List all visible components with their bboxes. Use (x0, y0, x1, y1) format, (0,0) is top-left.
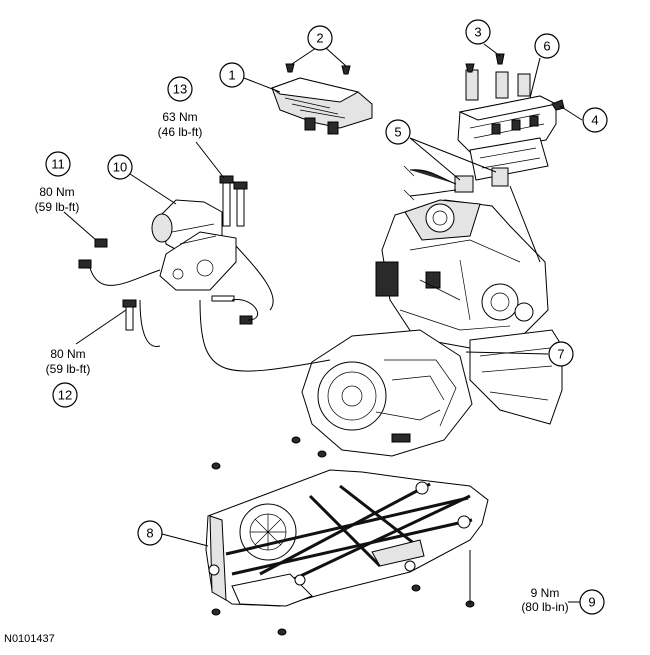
svg-text:7: 7 (557, 347, 564, 362)
callout-9: 9 (579, 589, 605, 615)
callout-6: 6 (534, 33, 560, 59)
svg-text:11: 11 (51, 157, 65, 172)
engine-transaxle-part (301, 199, 563, 457)
callout-1: 1 (219, 62, 245, 88)
callout-4: 4 (582, 107, 608, 133)
torque-metric: 80 Nm (50, 347, 85, 361)
mount-bolt-part (78, 175, 253, 331)
module-cover-part (270, 77, 373, 135)
control-module-part (457, 69, 558, 181)
svg-text:8: 8 (146, 526, 153, 541)
callout-12: 12 (52, 382, 78, 408)
callout-8: 8 (137, 520, 163, 546)
harness-connector-part (403, 165, 509, 201)
svg-text:2: 2 (316, 31, 323, 46)
pushpin-part (211, 436, 475, 636)
torque-metric: 80 Nm (39, 185, 74, 199)
callout-2: 2 (307, 25, 333, 51)
svg-text:9: 9 (588, 595, 595, 610)
callout-13: 13 (167, 76, 193, 102)
engine-mount-part (151, 199, 237, 291)
torque-imperial: (59 lb-ft) (35, 200, 80, 214)
svg-text:12: 12 (58, 388, 72, 403)
svg-text:5: 5 (394, 125, 401, 140)
svg-text:13: 13 (173, 82, 187, 97)
svg-text:10: 10 (113, 160, 127, 175)
callout-5: 5 (385, 119, 411, 145)
svg-text:3: 3 (474, 25, 481, 40)
callout-10: 10 (107, 154, 133, 180)
torque-metric: 9 Nm (531, 586, 560, 600)
torque-metric: 63 Nm (162, 110, 197, 124)
svg-text:6: 6 (543, 39, 550, 54)
svg-text:1: 1 (228, 68, 235, 83)
leader-lines (63, 43, 583, 604)
figure-id: N0101437 (4, 633, 55, 645)
svg-text:4: 4 (591, 113, 598, 128)
torque-imperial: (46 lb-ft) (158, 125, 203, 139)
screw-pair-part (285, 63, 351, 75)
splash-shield-part (205, 469, 489, 607)
torque-spec-12: 80 Nm (59 lb-ft) (46, 347, 91, 376)
callout-11: 11 (45, 151, 71, 177)
torque-spec-9: 9 Nm (80 lb-in) (521, 586, 568, 614)
torque-imperial: (80 lb-in) (521, 600, 568, 614)
torque-imperial: (59 lb-ft) (46, 362, 91, 376)
torque-spec-11: 80 Nm (59 lb-ft) (35, 185, 80, 214)
torque-spec-13: 63 Nm (46 lb-ft) (158, 110, 203, 139)
callout-3: 3 (465, 19, 491, 45)
callout-7: 7 (548, 341, 574, 367)
